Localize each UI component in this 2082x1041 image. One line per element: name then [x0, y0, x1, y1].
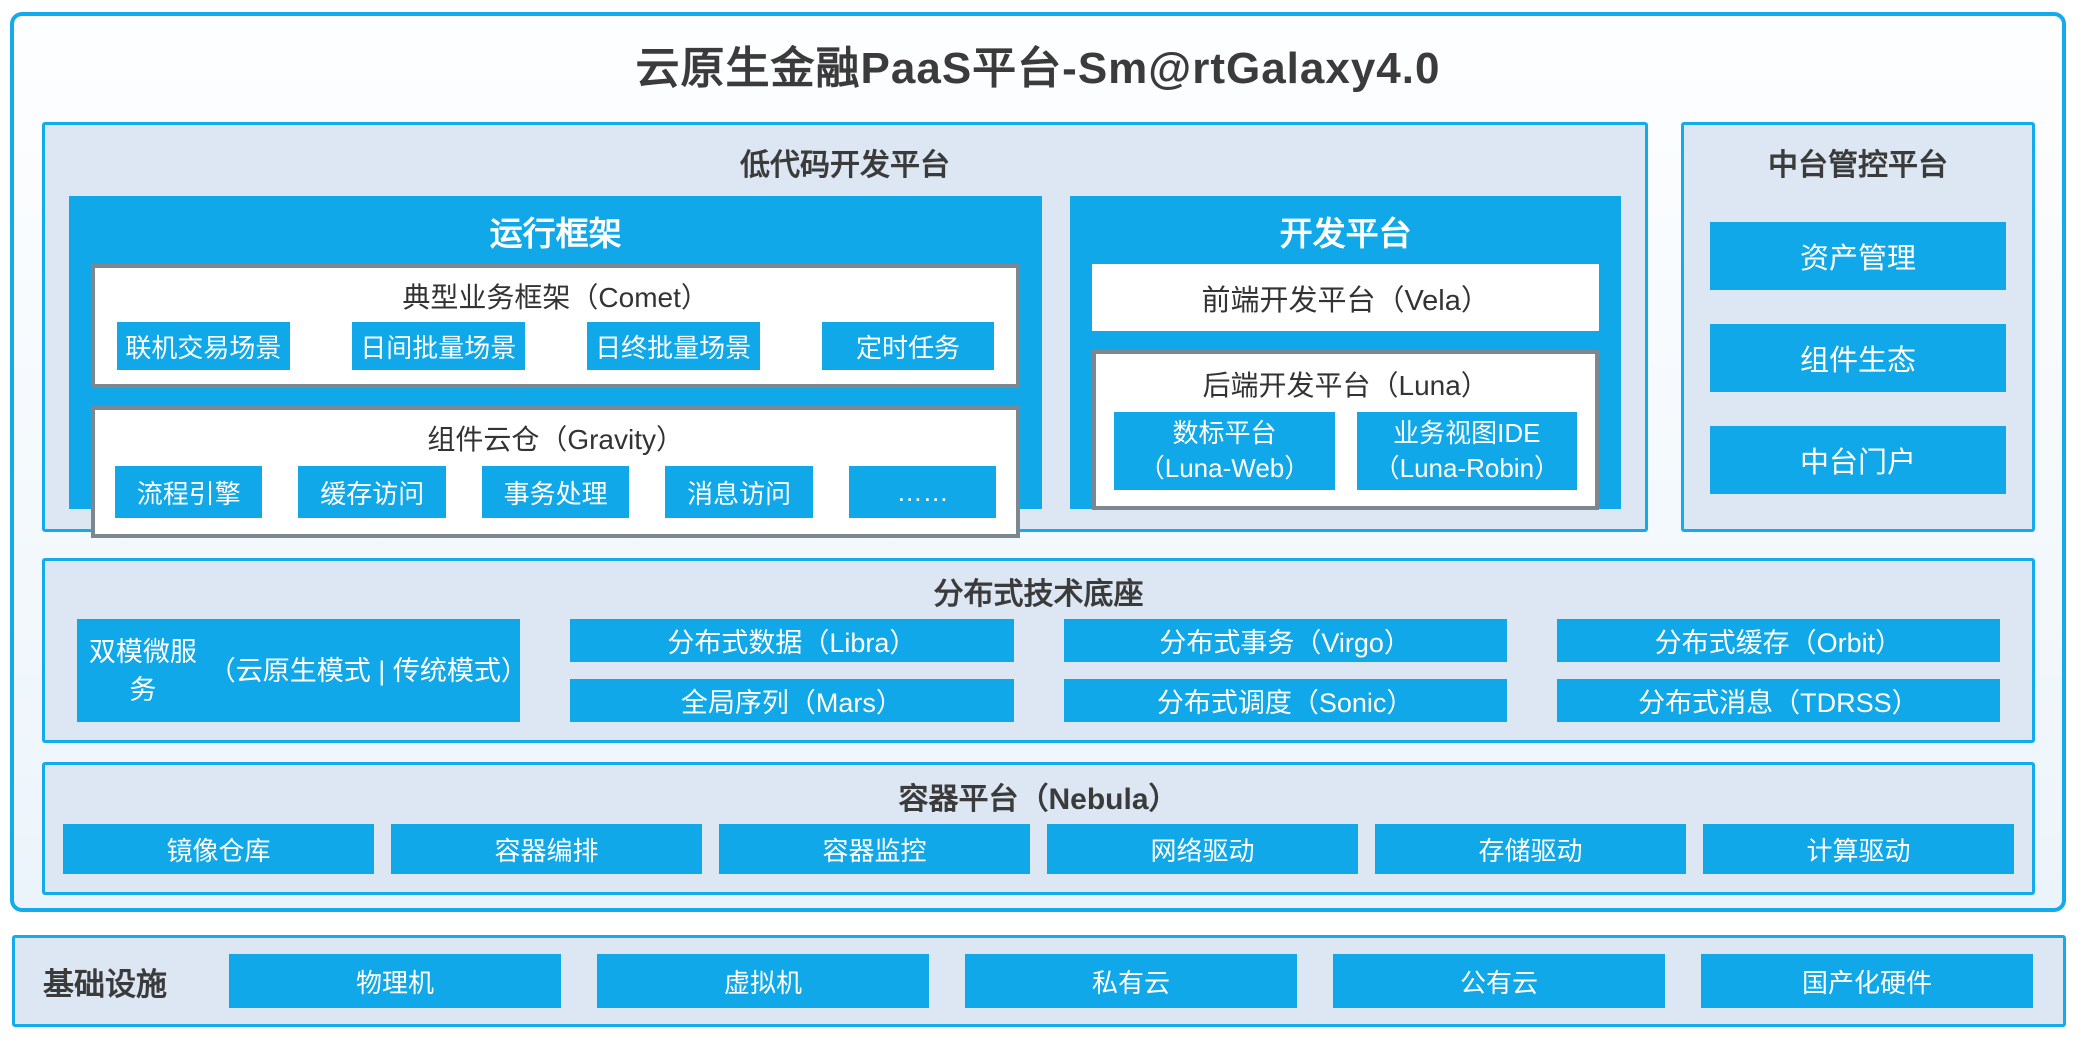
box-distributed-cache-orbit: 分布式缓存（Orbit）: [1556, 619, 2000, 662]
box-distributed-message-tdrss: 分布式消息（TDRSS）: [1556, 679, 2000, 722]
section-distributed-base: 分布式技术底座 双模微服务 （云原生模式 | 传统模式） 分布式数据（Libra…: [42, 558, 2035, 743]
mid-platform-items: 资产管理 组件生态 中台门户: [1710, 196, 2006, 494]
box-image-registry: 镜像仓库: [63, 824, 374, 874]
box-midplatform-portal: 中台门户: [1710, 426, 2006, 494]
infrastructure-title: 基础设施: [43, 966, 167, 1002]
section-lowcode-platform: 低代码开发平台 运行框架 典型业务框架（Comet） 联机交易场景 日间批量场景…: [42, 122, 1648, 538]
luna-robin-line2: （Luna-Robin）: [1373, 453, 1561, 483]
box-virtual-machine: 虚拟机: [597, 954, 929, 1008]
box-container-orchestration: 容器编排: [391, 824, 702, 874]
box-cache-access: 缓存访问: [298, 466, 446, 518]
box-ellipsis-more: ……: [848, 466, 997, 518]
container-platform-items: 镜像仓库 容器编排 容器监控 网络驱动 存储驱动 计算驱动: [45, 824, 2032, 874]
comet-title: 典型业务框架（Comet）: [402, 282, 709, 313]
section-container-platform: 容器平台（Nebula） 镜像仓库 容器编排 容器监控 网络驱动 存储驱动 计算…: [42, 762, 2035, 895]
box-message-access: 消息访问: [665, 466, 813, 518]
box-storage-driver: 存储驱动: [1375, 824, 1686, 874]
gravity-title: 组件云仓（Gravity）: [427, 424, 685, 455]
box-scheduled-task: 定时任务: [821, 322, 995, 370]
gravity-items: 流程引擎 缓存访问 事务处理 消息访问 ……: [95, 464, 1016, 534]
frame-gravity: 组件云仓（Gravity） 流程引擎 缓存访问 事务处理 消息访问 ……: [91, 406, 1021, 538]
dev-platform-title: 开发平台: [1279, 215, 1412, 252]
luna-robin-line1: 业务视图IDE: [1393, 418, 1541, 448]
luna-items: 数标平台 （Luna-Web） 业务视图IDE （Luna-Robin）: [1096, 412, 1595, 506]
box-vela: 前端开发平台（Vela）: [1092, 264, 1599, 331]
box-physical-machine: 物理机: [229, 954, 561, 1008]
comet-items: 联机交易场景 日间批量场景 日终批量场景 定时任务: [95, 322, 1016, 384]
box-online-trading-scene: 联机交易场景: [117, 322, 290, 370]
section-mid-platform: 中台管控平台 资产管理 组件生态 中台门户: [1681, 122, 2035, 532]
page-title: 云原生金融PaaS平台-Sm@rtGalaxy4.0: [635, 44, 1441, 93]
frame-comet: 典型业务框架（Comet） 联机交易场景 日间批量场景 日终批量场景 定时任务: [91, 264, 1021, 388]
box-asset-management: 资产管理: [1710, 222, 2006, 290]
box-transaction-processing: 事务处理: [481, 466, 630, 518]
box-public-cloud: 公有云: [1333, 954, 1665, 1008]
box-domestic-hardware: 国产化硬件: [1701, 954, 2033, 1008]
box-dual-mode-microservice: 双模微服务 （云原生模式 | 传统模式）: [77, 619, 528, 722]
box-eod-batch-scene: 日终批量场景: [586, 322, 760, 370]
dual-mode-line1: 双模微服务: [88, 636, 197, 705]
lowcode-body: 运行框架 典型业务框架（Comet） 联机交易场景 日间批量场景 日终批量场景 …: [45, 196, 1645, 538]
box-daytime-batch-scene: 日间批量场景: [351, 322, 525, 370]
section-infrastructure: 基础设施 物理机 虚拟机 私有云 公有云 国产化硬件: [12, 935, 2066, 1027]
top-row: 低代码开发平台 运行框架 典型业务框架（Comet） 联机交易场景 日间批量场景…: [42, 122, 2035, 538]
container-platform-title: 容器平台（Nebula）: [898, 783, 1179, 816]
lowcode-section-title: 低代码开发平台: [740, 149, 950, 182]
box-global-sequence-mars: 全局序列（Mars）: [570, 679, 1014, 722]
box-luna-robin: 业务视图IDE （Luna-Robin）: [1356, 412, 1577, 490]
box-distributed-data-libra: 分布式数据（Libra）: [570, 619, 1014, 662]
box-distributed-transaction-virgo: 分布式事务（Virgo）: [1063, 619, 1507, 662]
frame-luna: 后端开发平台（Luna） 数标平台 （Luna-Web） 业务视图IDE （Lu…: [1092, 350, 1599, 510]
box-compute-driver: 计算驱动: [1703, 824, 2014, 874]
mid-platform-title: 中台管控平台: [1768, 149, 1948, 182]
box-network-driver: 网络驱动: [1047, 824, 1358, 874]
distributed-items: 双模微服务 （云原生模式 | 传统模式） 分布式数据（Libra） 分布式事务（…: [45, 619, 2032, 740]
luna-web-line1: 数标平台: [1172, 418, 1277, 448]
distributed-base-title: 分布式技术底座: [933, 578, 1144, 611]
box-luna-web: 数标平台 （Luna-Web）: [1114, 412, 1335, 490]
box-container-monitoring: 容器监控: [719, 824, 1030, 874]
luna-title: 后端开发平台（Luna）: [1202, 370, 1489, 401]
panel-runtime-framework: 运行框架 典型业务框架（Comet） 联机交易场景 日间批量场景 日终批量场景 …: [69, 196, 1043, 538]
main-board: 云原生金融PaaS平台-Sm@rtGalaxy4.0 低代码开发平台 运行框架 …: [10, 12, 2066, 912]
box-distributed-scheduling-sonic: 分布式调度（Sonic）: [1063, 679, 1507, 722]
infrastructure-items: 物理机 虚拟机 私有云 公有云 国产化硬件: [229, 954, 2033, 1008]
box-private-cloud: 私有云: [965, 954, 1297, 1008]
box-component-ecosystem: 组件生态: [1710, 324, 2006, 392]
panel-dev-platform: 开发平台 前端开发平台（Vela） 后端开发平台（Luna） 数标平台 （Lun…: [1070, 196, 1621, 510]
luna-web-line2: （Luna-Web）: [1138, 453, 1311, 483]
dual-mode-line2: （云原生模式 | 传统模式）: [208, 655, 528, 686]
runtime-framework-title: 运行框架: [489, 215, 622, 252]
box-process-engine: 流程引擎: [115, 466, 263, 518]
